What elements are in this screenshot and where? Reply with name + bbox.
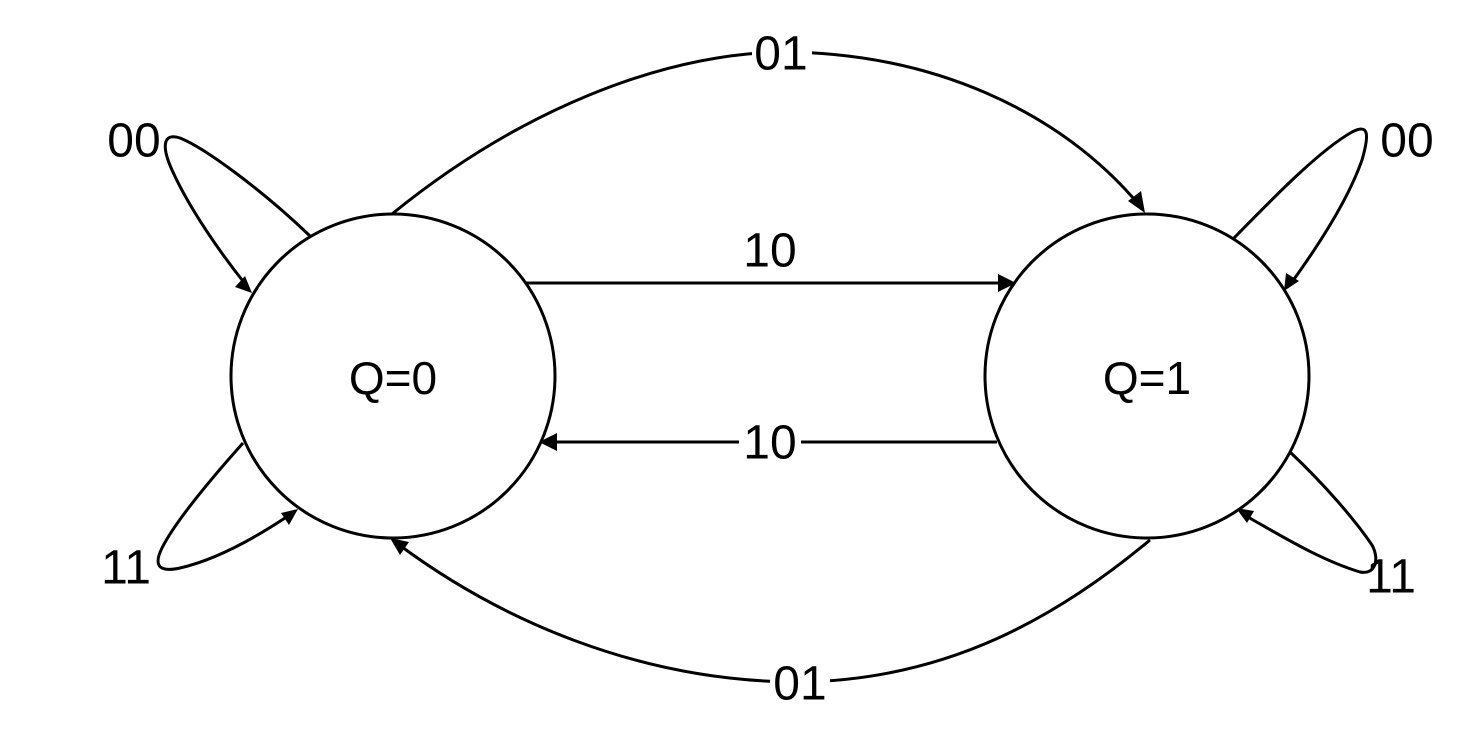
- state-q0-circle: [229, 212, 557, 540]
- arrowhead-q1-to-q0-middle: [539, 433, 557, 451]
- edge-q0-self-00: [163, 135, 312, 286]
- arrowhead-q0-to-q1-middle: [998, 274, 1016, 292]
- edge-label-q1-self-11: 11: [1366, 551, 1416, 604]
- arrowhead-q0-self-11: [281, 509, 298, 525]
- arrowhead-q0-to-q1-top: [1128, 191, 1145, 213]
- state-q1-label: Q=1: [1103, 352, 1191, 404]
- edge-label-q0-self-11: 11: [101, 542, 151, 595]
- arrowhead-q1-self-00: [1284, 273, 1299, 291]
- edge-label-q1-to-q0-bottom: 01: [773, 658, 826, 711]
- arrowhead-q1-to-q0-bottom: [390, 538, 409, 555]
- edge-q1-self-00: [1232, 127, 1369, 283]
- state-q1-circle: [983, 212, 1311, 540]
- edge-q0-self-11: [156, 442, 289, 571]
- edge-label-q0-self-00: 00: [107, 115, 160, 168]
- edge-q1-self-11: [1245, 450, 1378, 574]
- edge-label-q0-to-q1-middle: 10: [743, 225, 796, 278]
- arrowhead-q1-self-11: [1236, 508, 1254, 523]
- edge-label-q0-to-q1-top: 01: [754, 28, 807, 81]
- arrowhead-q0-self-00: [235, 276, 252, 293]
- edge-label-q1-to-q0-middle: 10: [743, 417, 796, 470]
- edge-label-q1-self-00: 00: [1380, 115, 1433, 168]
- state-q0-label: Q=0: [349, 352, 437, 404]
